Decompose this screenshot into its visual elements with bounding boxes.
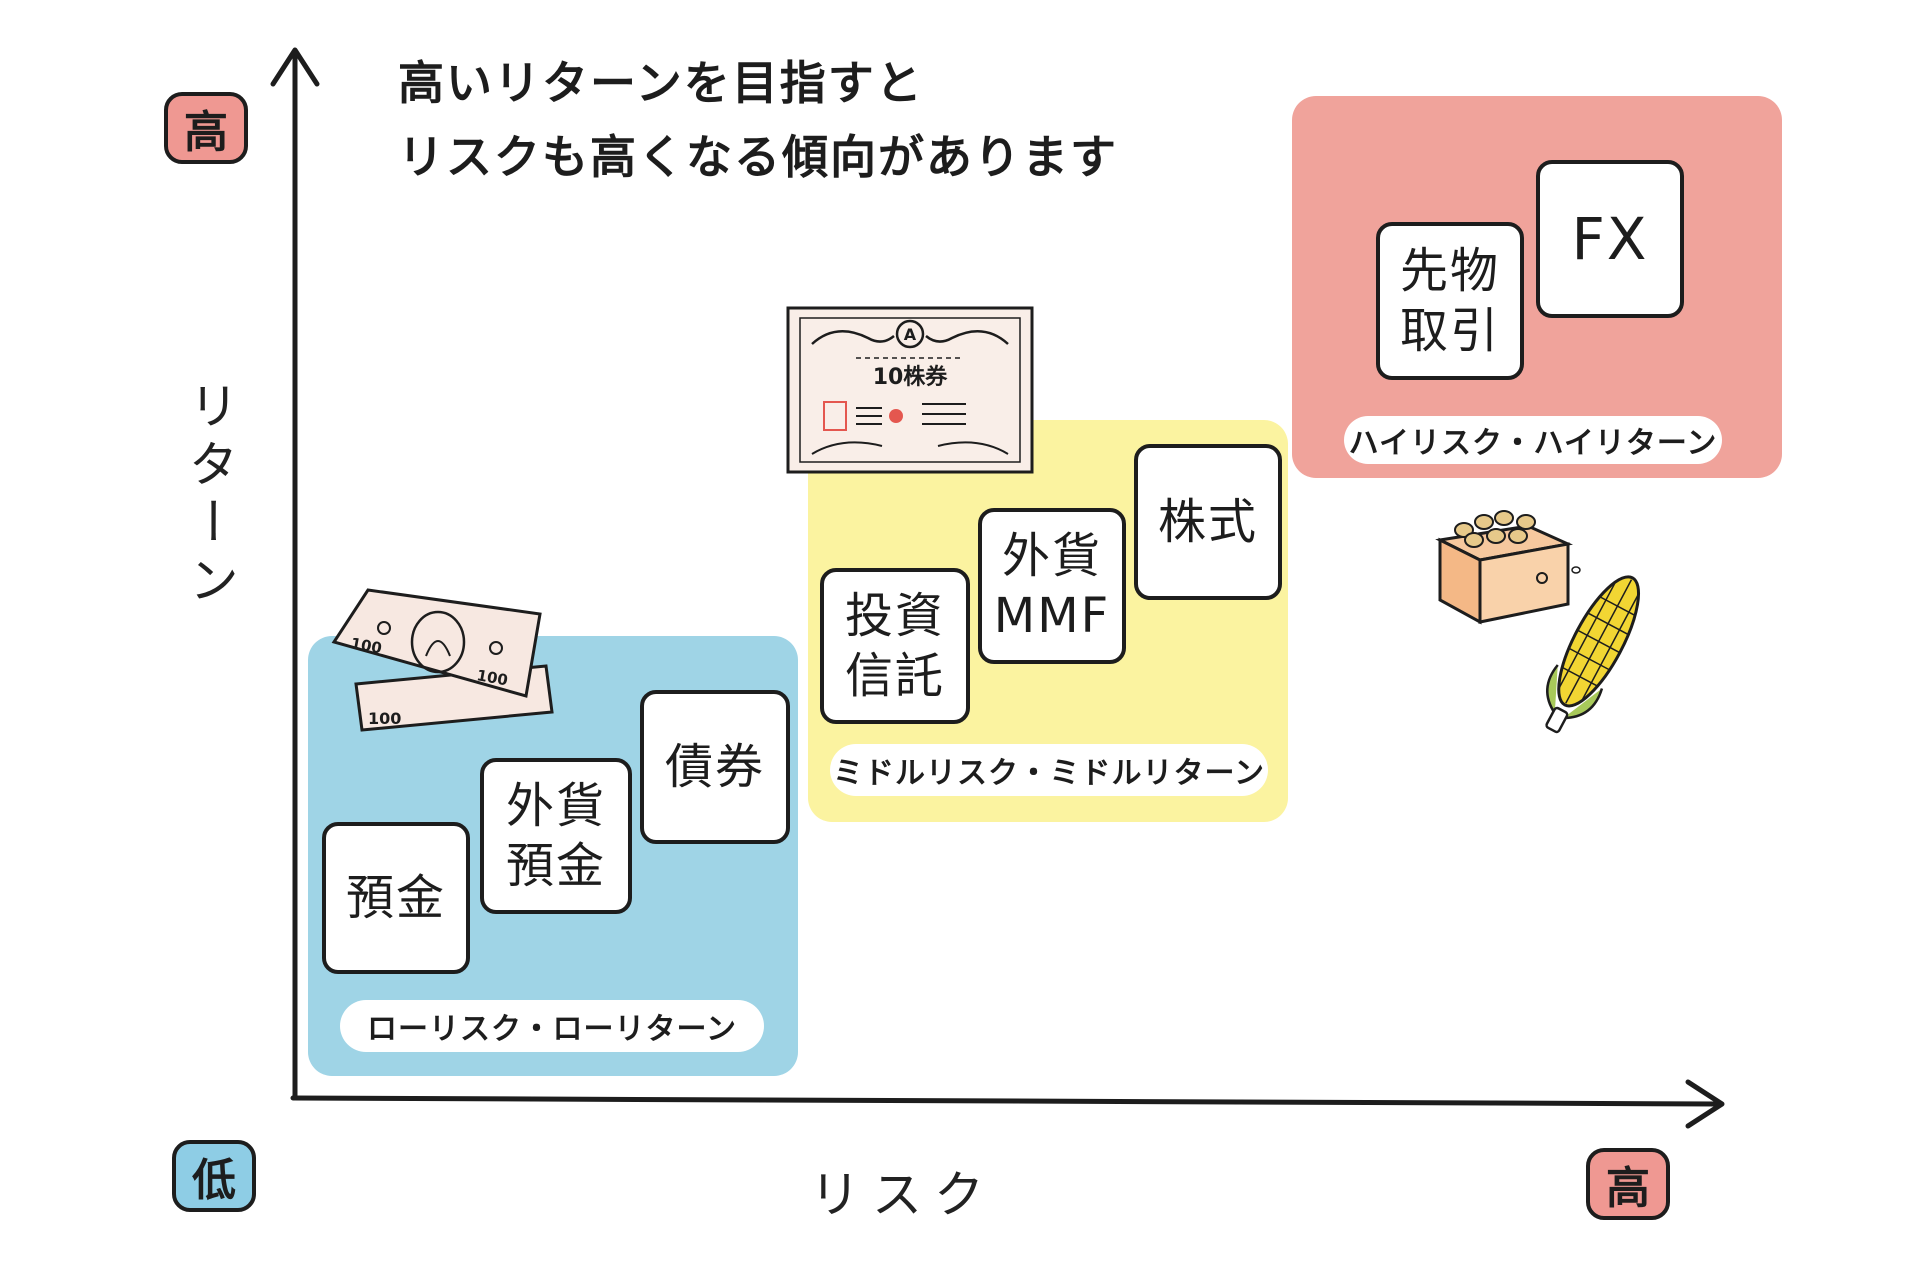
deposit-card: 預金 (322, 822, 470, 974)
fx-mmf-label: 外貨 MMF (993, 528, 1111, 644)
banknote-value-back: 100 (368, 709, 401, 728)
stock-certificate-icon: A 10株券 (786, 306, 1034, 474)
fx-deposit-label: 外貨 預金 (505, 778, 606, 894)
caption-line-1: 高いリターンを目指すと (398, 56, 924, 110)
fx-mmf-card: 外貨 MMF (978, 508, 1126, 664)
bonds-card: 債券 (640, 690, 790, 844)
banknote-icon: 100 100 100 (331, 588, 554, 732)
low-badge: 低 (172, 1140, 256, 1212)
diagram-caption: 高いリターンを目指すと リスクも高くなる傾向があります (398, 46, 1118, 194)
certificate-mark: A (904, 325, 917, 344)
x-axis-line (290, 1095, 1721, 1107)
investment-trust-label: 投資 信託 (844, 588, 945, 704)
x-high-badge: 高 (1586, 1148, 1670, 1220)
futures-card: 先物 取引 (1376, 222, 1524, 380)
investment-trust-card: 投資 信託 (820, 568, 970, 724)
corn-icon (1545, 575, 1641, 734)
caption-line-2: リスクも高くなる傾向があります (398, 130, 1118, 184)
stocks-card: 株式 (1134, 444, 1282, 600)
certificate-title: 10株券 (873, 364, 949, 390)
y-axis-label: リターン (181, 380, 239, 612)
deposit-label: 預金 (345, 870, 446, 926)
stocks-label: 株式 (1157, 494, 1258, 550)
fx-label: FX (1571, 205, 1649, 273)
y-axis-arrow (270, 47, 320, 87)
bonds-label: 債券 (664, 739, 765, 795)
y-high-badge: 高 (164, 92, 248, 164)
banknote-value-right: 100 (475, 666, 509, 689)
soybean-box-icon (1435, 510, 1581, 625)
fx-card: FX (1536, 160, 1684, 318)
x-axis-label: リスク (810, 1166, 996, 1224)
x-axis-arrow (1685, 1079, 1725, 1129)
high-zone-label: ハイリスク・ハイリターン (1344, 416, 1722, 464)
futures-label: 先物 取引 (1399, 243, 1500, 359)
fx-deposit-card: 外貨 預金 (480, 758, 632, 914)
low-zone-label: ローリスク・ローリターン (340, 1000, 764, 1052)
banknote-value-left: 100 (349, 634, 383, 657)
mid-zone-label: ミドルリスク・ミドルリターン (830, 744, 1268, 796)
